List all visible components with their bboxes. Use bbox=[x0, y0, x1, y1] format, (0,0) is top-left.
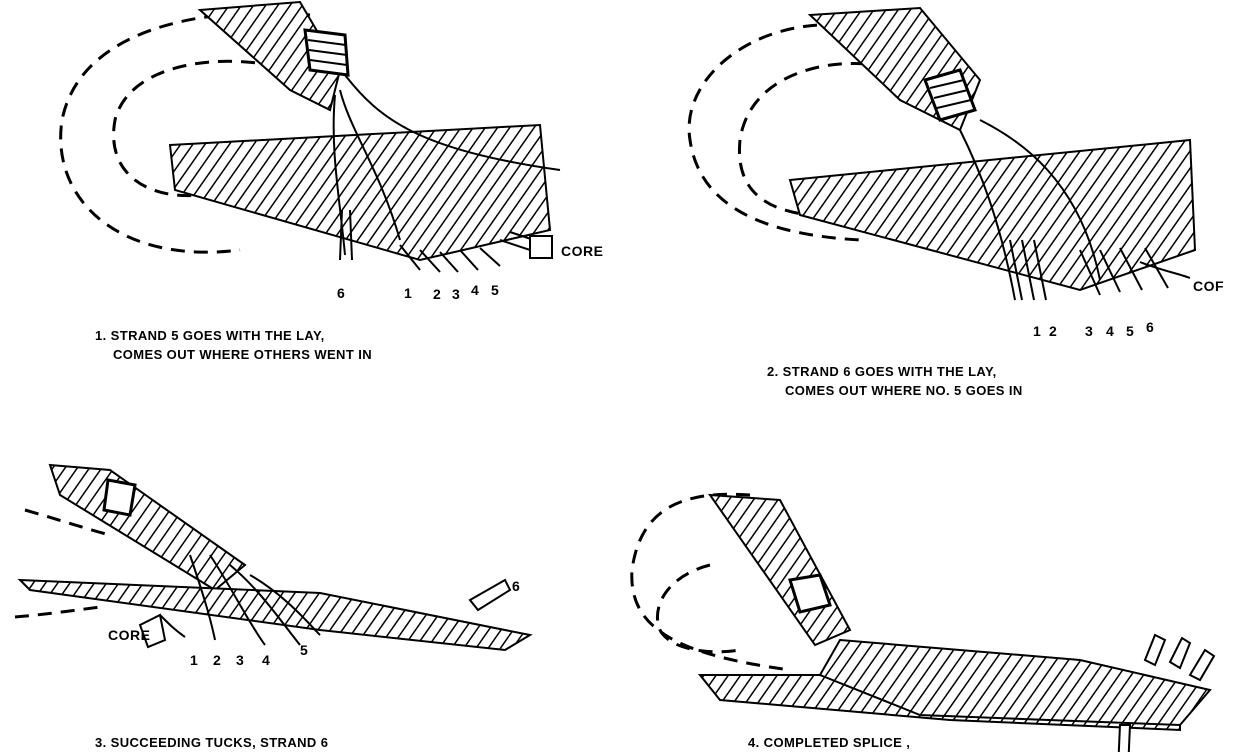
splice-step-3-illustration bbox=[0, 455, 560, 665]
strand-label-5: 5 bbox=[300, 642, 308, 658]
step-3-caption: 3. SUCCEEDING TUCKS, STRAND 6 bbox=[95, 733, 328, 752]
thimble-outline-lower bbox=[15, 607, 100, 617]
strand-label-6: 6 bbox=[337, 285, 345, 301]
strand-label-4: 4 bbox=[1106, 323, 1114, 339]
caption-line-2: COMES OUT WHERE OTHERS WENT IN bbox=[95, 345, 372, 364]
step-2-caption: 2. STRAND 6 GOES WITH THE LAY, COMES OUT… bbox=[767, 362, 1023, 400]
caption-line-1: 3. SUCCEEDING TUCKS, STRAND 6 bbox=[95, 733, 328, 752]
strand-label-3: 3 bbox=[1085, 323, 1093, 339]
caption-line-1: 2. STRAND 6 GOES WITH THE LAY, bbox=[767, 362, 1023, 381]
splice-step-1-illustration bbox=[0, 0, 640, 310]
strand-label-4: 4 bbox=[471, 282, 479, 298]
step-4-caption: 4. COMPLETED SPLICE , bbox=[748, 733, 910, 752]
main-rope bbox=[20, 580, 530, 650]
core-label: COF bbox=[1193, 278, 1224, 294]
main-rope bbox=[170, 125, 550, 260]
caption-line-1: 4. COMPLETED SPLICE , bbox=[748, 733, 910, 752]
splice-step-4-illustration bbox=[620, 480, 1240, 730]
strand-label-6: 6 bbox=[1146, 319, 1154, 335]
strand-label-2: 2 bbox=[1049, 323, 1057, 339]
core-label: CORE bbox=[108, 627, 150, 643]
strand-label-3: 3 bbox=[452, 286, 460, 302]
caption-line-2: COMES OUT WHERE NO. 5 GOES IN bbox=[767, 381, 1023, 400]
strand-label-2: 2 bbox=[213, 652, 221, 668]
step-1-caption: 1. STRAND 5 GOES WITH THE LAY, COMES OUT… bbox=[95, 326, 372, 364]
splice-step-2-illustration bbox=[660, 0, 1245, 340]
main-rope bbox=[790, 140, 1195, 290]
strand-label-3: 3 bbox=[236, 652, 244, 668]
strand-label-5: 5 bbox=[491, 282, 499, 298]
strand-label-6: 6 bbox=[512, 578, 520, 594]
seizing bbox=[104, 480, 135, 515]
upper-rope bbox=[710, 495, 850, 645]
core-label: CORE bbox=[561, 243, 603, 259]
strand-label-2: 2 bbox=[433, 286, 441, 302]
caption-line-1: 1. STRAND 5 GOES WITH THE LAY, bbox=[95, 326, 372, 345]
strand-label-5: 5 bbox=[1126, 323, 1134, 339]
strand-label-1: 1 bbox=[1033, 323, 1041, 339]
strand-label-4: 4 bbox=[262, 652, 270, 668]
strand-label-1: 1 bbox=[404, 285, 412, 301]
strand-label-1: 1 bbox=[190, 652, 198, 668]
